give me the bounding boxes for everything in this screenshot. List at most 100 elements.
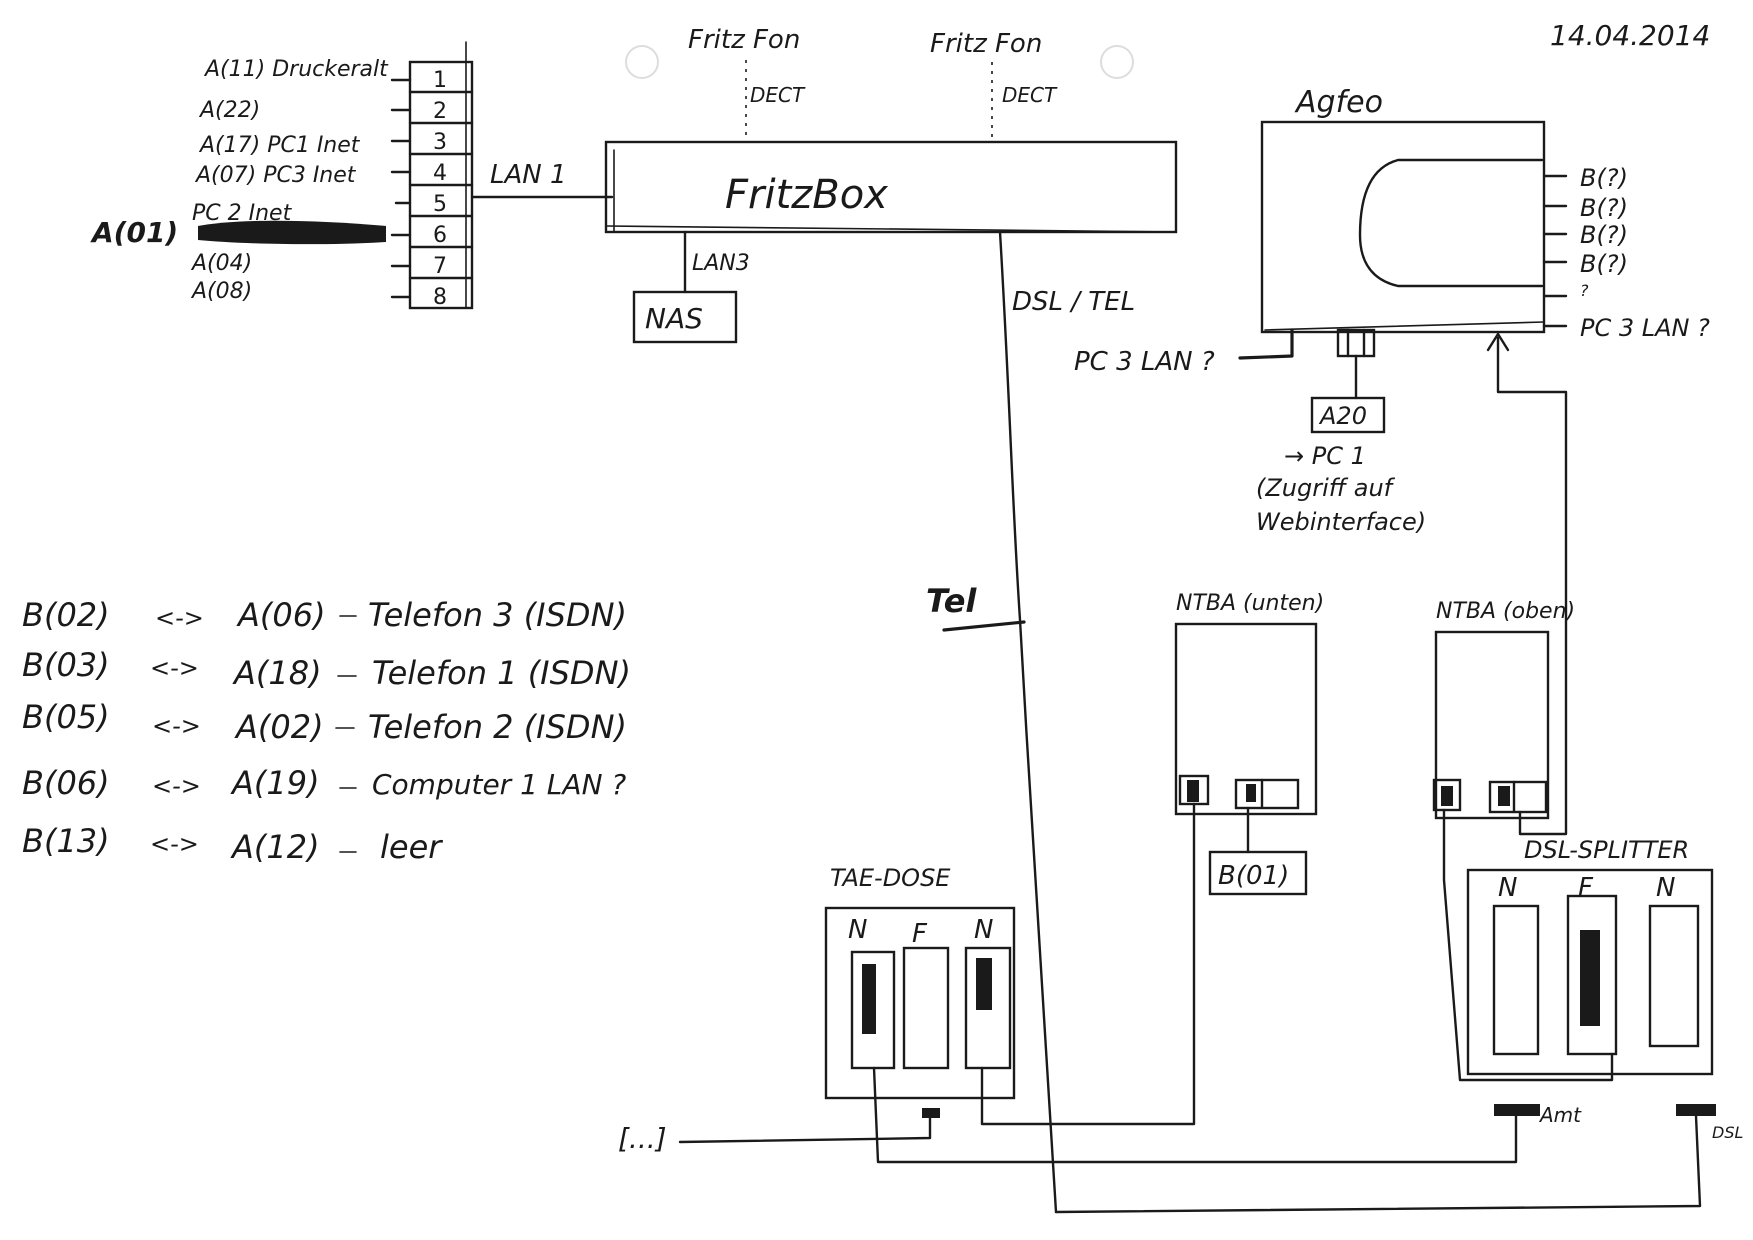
agfeo-port-6: PC 3 LAN ? (1580, 314, 1710, 342)
ntba-upper-name: NTBA (oben) (1436, 599, 1575, 624)
mapping-b: B(06) (22, 764, 110, 802)
agfeo-name: Agfeo (1294, 85, 1383, 120)
dect-1-label: DECT (750, 83, 806, 107)
lan3-label: LAN3 (692, 251, 750, 276)
mapping-arrow: <-> (152, 712, 201, 740)
mapping-arrow: <-> (155, 604, 204, 632)
mapping-b: B(13) (22, 822, 110, 860)
tae-slot-labels: N F N (848, 915, 993, 949)
splitter-slot-3: N (1656, 873, 1675, 903)
a20-connector (1336, 328, 1376, 400)
fritzbox (604, 140, 1178, 234)
patch-label-4: A(07) PC3 Inet (194, 163, 357, 188)
punch-hole-right (1100, 45, 1134, 79)
a20-label: A20 (1318, 402, 1367, 430)
patch-port-1: 1 (433, 68, 447, 93)
dect-2-label: DECT (1002, 83, 1058, 107)
fritzbox-name: FritzBox (725, 172, 888, 218)
mapping-arrow: <-> (150, 654, 199, 682)
agfeo-port-2: B(?) (1580, 194, 1628, 222)
agfeo-port-labels: B(?) B(?) B(?) B(?) ? PC 3 LAN ? (1580, 164, 1710, 342)
punch-hole-left (625, 45, 659, 79)
patch-label-1: A(11) Druckeralt (203, 57, 389, 82)
patch-label-3: A(17) PC1 Inet (198, 133, 361, 158)
splitter-slot-1: N (1498, 873, 1517, 903)
splitter-dsl-label: DSL (1712, 1123, 1743, 1142)
mapping-b: B(03) (22, 646, 110, 684)
mapping-a: A(12) (230, 828, 320, 866)
patch-label-5: PC 2 Inet (192, 201, 293, 226)
splitter-box (1466, 868, 1716, 1116)
ntba-lower-name: NTBA (unten) (1176, 591, 1324, 616)
agfeo-port-4: B(?) (1580, 250, 1628, 278)
mapping-row: B(03) <-> A(18) Telefon 1 (ISDN) (22, 646, 631, 692)
agfeo-port-3: B(?) (1580, 221, 1628, 249)
redaction-scribble (198, 220, 386, 245)
patch-port-3: 3 (433, 130, 447, 155)
mapping-row: B(13) <-> A(12) leer (22, 822, 443, 866)
tae-slot-3: N (974, 915, 993, 945)
mapping-desc: leer (380, 828, 443, 866)
patch-side-label: A(01) (90, 216, 178, 249)
fritzfon-1-label: Fritz Fon (688, 25, 800, 55)
agfeo-port-1: B(?) (1580, 164, 1628, 192)
patch-label-8: A(08) (190, 279, 252, 304)
patch-label-2: A(22) (198, 98, 260, 123)
lan1-label: LAN 1 (490, 160, 567, 190)
nas-label: NAS (645, 302, 703, 335)
a20-note-2: (Zugriff auf (1256, 474, 1396, 502)
dsl-tel-label: DSL / TEL (1012, 287, 1135, 317)
tae-box (824, 906, 1016, 1118)
mapping-a: A(19) (230, 764, 320, 802)
tel-label: Tel (926, 582, 977, 620)
splitter-slot-labels: N F N (1498, 873, 1675, 903)
patch-port-2: 2 (433, 99, 447, 124)
mapping-arrow: <-> (150, 830, 199, 858)
splitter-slot-2: F (1578, 873, 1594, 903)
mapping-desc: Telefon 2 (ISDN) (368, 708, 627, 746)
patch-port-7: 7 (433, 254, 447, 279)
mapping-a: A(06) (236, 596, 326, 634)
mapping-b: B(05) (22, 698, 110, 736)
splitter-amt-label: Amt (1538, 1103, 1582, 1127)
fritzfon-2-label: Fritz Fon (930, 29, 1042, 59)
tae-input-label: [...] (618, 1122, 667, 1155)
mapping-a: A(18) (232, 654, 322, 692)
mapping-desc: Telefon 1 (ISDN) (372, 654, 631, 692)
cables (872, 332, 1702, 1214)
tae-slot-1: N (848, 915, 867, 945)
patch-port-4: 4 (433, 161, 447, 186)
ntba-lower-port-label: B(01) (1218, 861, 1289, 891)
ntba-upper-box (1432, 630, 1550, 820)
patch-label-7: A(04) (190, 251, 252, 276)
mapping-desc: Telefon 3 (ISDN) (368, 596, 627, 634)
ntba-lower-port-box (1208, 850, 1308, 896)
splitter-name: DSL-SPLITTER (1524, 836, 1689, 864)
mapping-row: B(05) <-> A(02) Telefon 2 (ISDN) (22, 698, 627, 746)
mapping-row: B(06) <-> A(19) Computer 1 LAN ? (22, 764, 626, 802)
a20-note-3: Webinterface) (1256, 508, 1426, 536)
agfeo-port-ticks (1542, 174, 1568, 328)
tae-slot-2: F (912, 919, 928, 949)
a20-note-1: → PC 1 (1284, 442, 1366, 470)
patch-panel (198, 41, 474, 310)
patch-port-6: 6 (433, 223, 447, 248)
pc3-lan-label: PC 3 LAN ? (1074, 347, 1215, 377)
patch-port-numbers: 1 2 3 4 5 6 7 8 (433, 68, 447, 310)
mapping-b: B(02) (22, 596, 110, 634)
mapping-desc: Computer 1 LAN ? (372, 768, 626, 801)
ntba-lower-box (1174, 622, 1318, 854)
patch-port-labels: A(11) Druckeralt A(22) A(17) PC1 Inet A(… (190, 57, 389, 304)
mapping-arrow: <-> (152, 772, 201, 800)
nas-box (632, 290, 738, 344)
a20-note: → PC 1 (Zugriff auf Webinterface) (1256, 442, 1426, 536)
agfeo-box (1260, 120, 1546, 334)
mapping-a: A(02) (234, 708, 324, 746)
patch-port-8: 8 (433, 285, 447, 310)
tae-name: TAE-DOSE (830, 864, 951, 892)
mapping-list: B(02) <-> A(06) Telefon 3 (ISDN) B(03) <… (22, 596, 631, 866)
a20-box (1310, 396, 1386, 434)
date-label: 14.04.2014 (1550, 19, 1710, 52)
agfeo-port-5: ? (1580, 281, 1589, 300)
